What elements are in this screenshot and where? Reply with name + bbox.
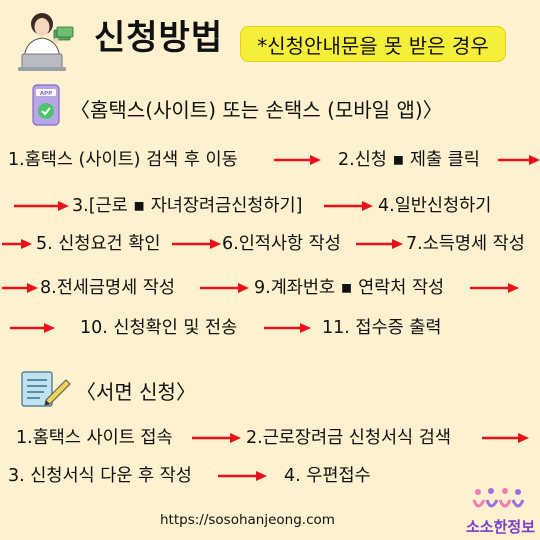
arrow-right-icon bbox=[498, 155, 540, 165]
brand-logo-text: 소소한정보 bbox=[466, 518, 536, 536]
notice-badge: *신청안내문을 못 받은 경우 bbox=[240, 26, 506, 62]
arrow-right-icon bbox=[264, 323, 311, 333]
paper-step-1: 1.홈택스 사이트 접속 bbox=[16, 428, 173, 448]
online-section-heading: 〈홈택스(사이트) 또는 손택스 (모바일 앱)〉 bbox=[70, 98, 443, 122]
arrow-right-icon bbox=[482, 433, 529, 443]
arrow-right-icon bbox=[10, 323, 55, 333]
page-title: 신청방법 bbox=[94, 18, 224, 58]
arrow-right-icon bbox=[274, 155, 321, 165]
site-url: https://sosohanjeong.com bbox=[160, 512, 335, 528]
online-step-8: 8.전세금명세 작성 bbox=[40, 278, 175, 298]
online-step-10: 10. 신청확인 및 전송 bbox=[80, 318, 238, 338]
brand-logo-icon bbox=[472, 488, 525, 508]
online-step-11: 11. 접수증 출력 bbox=[322, 318, 442, 338]
paper-section-heading: 〈서면 신청〉 bbox=[76, 380, 196, 404]
online-step-7: 7.소득명세 작성 bbox=[406, 234, 525, 254]
online-step-2: 2.신청 ▪ 제출 클릭 bbox=[338, 150, 480, 170]
document-pen-icon bbox=[21, 371, 71, 407]
paper-step-3: 3. 신청서식 다운 후 작성 bbox=[8, 466, 192, 486]
online-step-3: 3.[근로 ▪ 자녀장려금신청하기] bbox=[72, 196, 303, 216]
online-step-6: 6.인적사항 작성 bbox=[222, 234, 341, 254]
paper-step-4: 4. 우편접수 bbox=[284, 466, 371, 486]
online-step-5: 5. 신청요건 확인 bbox=[36, 234, 161, 254]
online-step-9: 9.계좌번호 ▪ 연락처 작성 bbox=[254, 278, 445, 298]
arrow-right-icon bbox=[324, 201, 373, 211]
online-step-1: 1.홈택스 (사이트) 검색 후 이동 bbox=[8, 150, 238, 170]
person-laptop-illustration bbox=[18, 13, 74, 71]
arrow-right-icon bbox=[172, 239, 221, 249]
arrow-right-icon bbox=[218, 471, 267, 481]
online-step-4: 4.일반신청하기 bbox=[378, 196, 492, 216]
app-label: APP bbox=[40, 91, 52, 97]
mobile-app-icon: APP bbox=[32, 84, 60, 126]
arrow-right-icon bbox=[192, 433, 241, 443]
arrow-right-icon bbox=[470, 283, 519, 293]
arrow-right-icon bbox=[2, 283, 38, 293]
arrow-right-icon bbox=[200, 283, 249, 293]
paper-step-2: 2.근로장려금 신청서식 검색 bbox=[246, 428, 451, 448]
arrow-right-icon bbox=[14, 201, 69, 211]
arrow-right-icon bbox=[356, 239, 403, 249]
arrow-right-icon bbox=[2, 239, 32, 249]
